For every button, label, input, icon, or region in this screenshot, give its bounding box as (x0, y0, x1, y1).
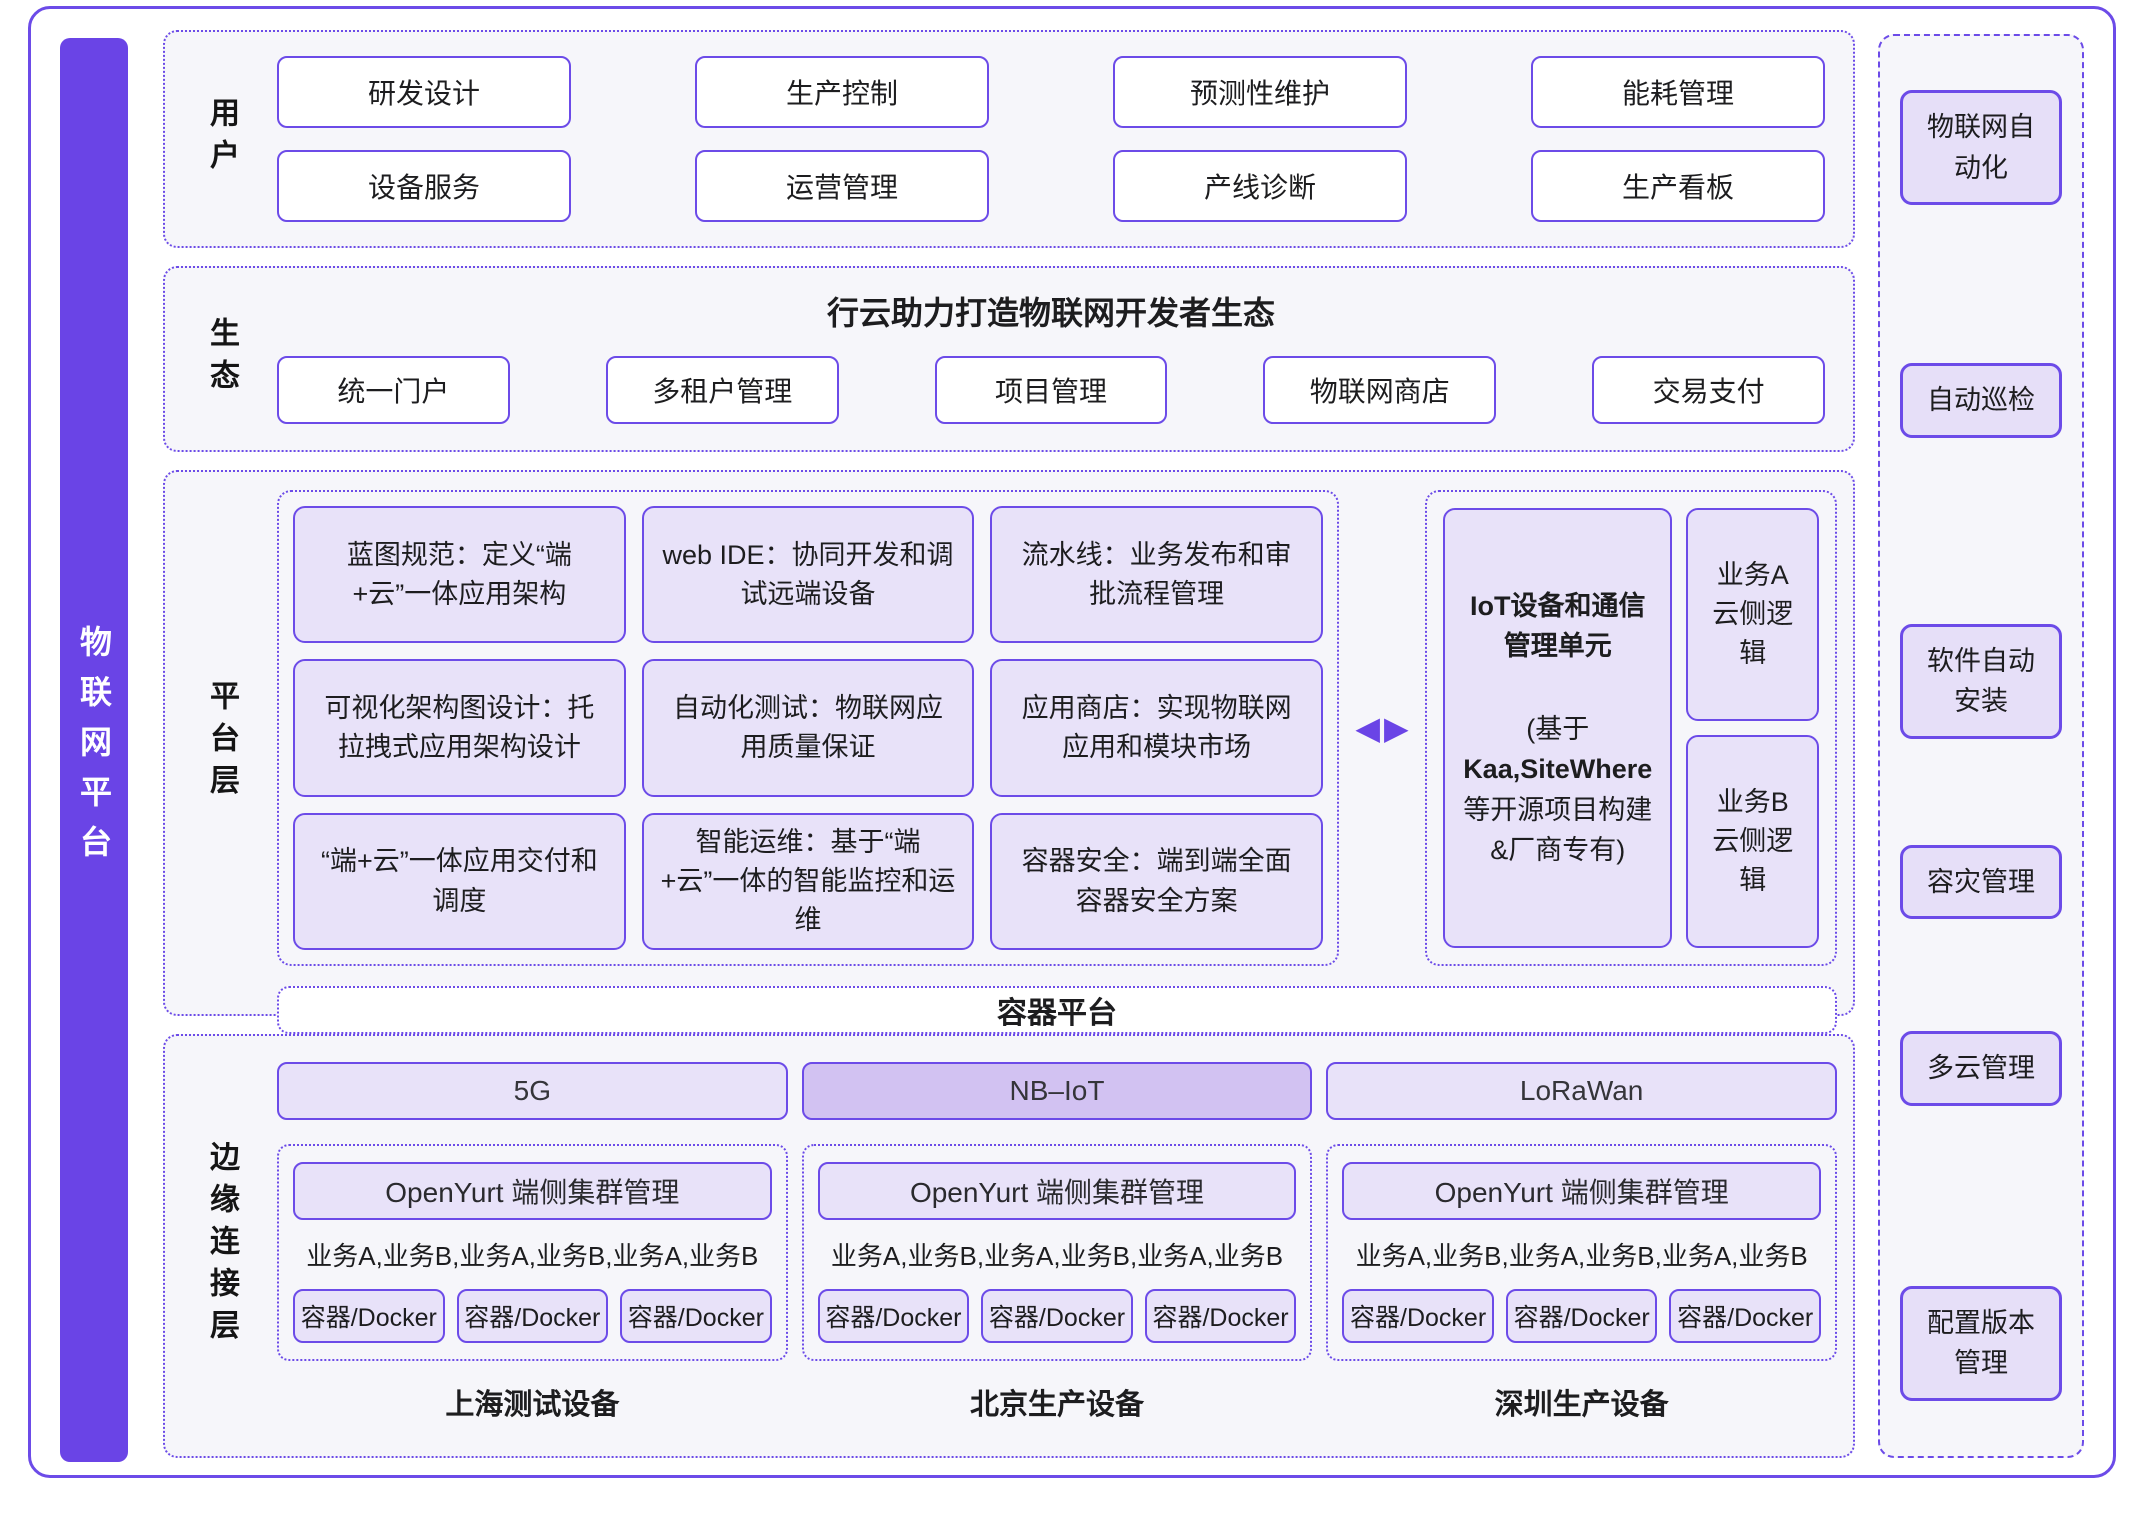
sidebar-box-disaster-recovery: 容灾管理 (1900, 844, 2062, 919)
capability-box: 蓝图规范：定义“端+云”一体应用架构 (293, 506, 626, 644)
docker-box: 容器/Docker (1669, 1289, 1821, 1343)
edge-column-nbiot: NB–IoT OpenYurt 端侧集群管理 业务A,业务B,业务A,业务B,业… (801, 1062, 1313, 1423)
docker-box: 容器/Docker (293, 1289, 445, 1343)
openyurt-cluster-box: OpenYurt 端侧集群管理 (1342, 1162, 1821, 1220)
arrow-right-icon: ▶ (1384, 710, 1409, 747)
iot-unit-sub-post: 等开源项目构建 &厂商专有) (1463, 794, 1653, 866)
device-caption: 深圳生产设备 (1494, 1389, 1669, 1421)
capability-box: 自动化测试：物联网应用质量保证 (641, 659, 975, 797)
capability-box: 应用商店：实现物联网应用和模块市场 (990, 659, 1323, 797)
user-box: 生产控制 (695, 56, 989, 128)
sidebar-box-iot-automation: 物联网自 动化 (1900, 90, 2062, 205)
device-box: OpenYurt 端侧集群管理 业务A,业务B,业务A,业务B,业务A,业务B … (801, 1144, 1313, 1361)
device-caption: 上海测试设备 (445, 1389, 620, 1421)
ecosystem-box: 多租户管理 (605, 356, 839, 424)
ecosystem-title: 行云助力打造物联网开发者生态 (826, 295, 1275, 331)
ecosystem-boxes-row: 统一门户 多租户管理 项目管理 物联网商店 交易支付 (277, 356, 1825, 424)
openyurt-cluster-box: OpenYurt 端侧集群管理 (817, 1162, 1297, 1220)
device-caption: 北京生产设备 (969, 1389, 1144, 1421)
ecosystem-section: 生态 行云助力打造物联网开发者生态 统一门户 多租户管理 项目管理 物联网商店 … (163, 266, 1855, 452)
edge-section-label: 边缘连接层 (205, 1141, 238, 1351)
edge-column-lorawan: LoRaWan OpenYurt 端侧集群管理 业务A,业务B,业务A,业务B,… (1326, 1062, 1837, 1423)
docker-row: 容器/Docker 容器/Docker 容器/Docker (293, 1289, 772, 1343)
iot-unit-sub-pre: (基于 (1526, 713, 1590, 744)
iot-unit-box: IoT设备和通信 管理单元 (基于 Kaa,SiteWhere 等开源项目构建 … (1443, 508, 1673, 949)
diagram-main: 用户 研发设计 生产控制 预测性维护 能耗管理 设备服务 运营管理 产线诊断 生… (163, 30, 1855, 1458)
sidebar-box-software-auto-install: 软件自动 安装 (1900, 623, 2062, 739)
iot-unit-subtext: (基于 Kaa,SiteWhere 等开源项目构建 &厂商专有) (1463, 709, 1652, 871)
iot-platform-side-bar: 物联网平台 (60, 38, 128, 1462)
capability-box: 可视化架构图设计：托拉拽式应用架构设计 (293, 659, 626, 797)
ecosystem-section-label-col: 生态 (165, 268, 277, 450)
edge-column-5g: 5G OpenYurt 端侧集群管理 业务A,业务B,业务A,业务B,业务A,业… (277, 1062, 788, 1423)
docker-box: 容器/Docker (817, 1289, 970, 1343)
edge-columns: 5G OpenYurt 端侧集群管理 业务A,业务B,业务A,业务B,业务A,业… (277, 1062, 1837, 1423)
capability-box: “端+云”一体应用交付和调度 (293, 812, 626, 951)
iot-unit-group: IoT设备和通信 管理单元 (基于 Kaa,SiteWhere 等开源项目构建 … (1425, 490, 1837, 967)
capability-box: web IDE：协同开发和调试远端设备 (641, 506, 975, 644)
ecosystem-box: 项目管理 (934, 356, 1168, 424)
ecosystem-box: 物联网商店 (1263, 356, 1497, 424)
user-box: 生产看板 (1531, 150, 1825, 222)
device-box: OpenYurt 端侧集群管理 业务A,业务B,业务A,业务B,业务A,业务B … (1326, 1144, 1837, 1361)
user-boxes-grid: 研发设计 生产控制 预测性维护 能耗管理 设备服务 运营管理 产线诊断 生产看板 (277, 32, 1853, 246)
cloud-logic-box: 业务A 云侧逻辑 (1686, 508, 1819, 722)
services-list: 业务A,业务B,业务A,业务B,业务A,业务B (306, 1241, 759, 1271)
docker-box: 容器/Docker (981, 1289, 1133, 1343)
docker-box: 容器/Docker (620, 1289, 772, 1343)
docker-box: 容器/Docker (1505, 1289, 1658, 1343)
user-box: 预测性维护 (1113, 56, 1407, 128)
capability-box: 智能运维：基于“端+云”一体的智能监控和运维 (641, 812, 975, 951)
user-box: 运营管理 (695, 150, 989, 222)
network-bar-nbiot: NB–IoT (801, 1062, 1313, 1120)
right-sidebar: 物联网自 动化 自动巡检 软件自动 安装 容灾管理 多云管理 配置版本 管理 (1878, 34, 2084, 1458)
user-box: 研发设计 (277, 56, 571, 128)
user-box: 产线诊断 (1113, 150, 1407, 222)
platform-section-label: 平台层 (205, 680, 238, 806)
sidebar-box-multicloud-management: 多云管理 (1900, 1031, 2062, 1106)
platform-section: 平台层 蓝图规范：定义“端+云”一体应用架构 web IDE：协同开发和调试远端… (163, 470, 1855, 1035)
ecosystem-box: 交易支付 (1592, 356, 1825, 424)
services-list: 业务A,业务B,业务A,业务B,业务A,业务B (830, 1241, 1284, 1271)
docker-box: 容器/Docker (1144, 1289, 1297, 1343)
cloud-logic-box: 业务B 云侧逻辑 (1686, 735, 1819, 949)
docker-box: 容器/Docker (456, 1289, 609, 1343)
user-section-label: 用户 (205, 97, 238, 181)
services-list: 业务A,业务B,业务A,业务B,业务A,业务B (1355, 1241, 1808, 1271)
platform-section-label-col: 平台层 (165, 472, 277, 1014)
openyurt-cluster-box: OpenYurt 端侧集群管理 (293, 1162, 772, 1220)
iot-platform-side-bar-label: 物联网平台 (76, 625, 112, 875)
docker-row: 容器/Docker 容器/Docker 容器/Docker (1342, 1289, 1821, 1343)
platform-top-row: 蓝图规范：定义“端+云”一体应用架构 web IDE：协同开发和调试远端设备 流… (277, 490, 1837, 967)
network-bar-5g: 5G (277, 1062, 788, 1120)
docker-row: 容器/Docker 容器/Docker 容器/Docker (817, 1289, 1297, 1343)
sidebar-box-config-version-management: 配置版本 管理 (1900, 1285, 2062, 1401)
user-box: 能耗管理 (1531, 56, 1825, 128)
edge-section-label-col: 边缘连接层 (165, 1036, 277, 1456)
ecosystem-section-label: 生态 (205, 317, 238, 401)
iot-unit-sub-bold: Kaa,SiteWhere (1463, 754, 1653, 785)
user-section-label-col: 用户 (165, 32, 277, 246)
device-box: OpenYurt 端侧集群管理 业务A,业务B,业务A,业务B,业务A,业务B … (277, 1144, 788, 1361)
capability-box: 流水线：业务发布和审批流程管理 (990, 506, 1323, 644)
edge-body: 5G OpenYurt 端侧集群管理 业务A,业务B,业务A,业务B,业务A,业… (277, 1036, 1853, 1456)
platform-body: 蓝图规范：定义“端+云”一体应用架构 web IDE：协同开发和调试远端设备 流… (277, 472, 1853, 1035)
ecosystem-box: 统一门户 (277, 356, 510, 424)
iot-unit-title: IoT设备和通信 管理单元 (1469, 590, 1646, 662)
arrow-left-icon: ◀ (1355, 710, 1380, 747)
platform-capability-grid: 蓝图规范：定义“端+云”一体应用架构 web IDE：协同开发和调试远端设备 流… (277, 490, 1339, 967)
network-bar-lorawan: LoRaWan (1326, 1062, 1837, 1120)
sidebar-box-auto-inspection: 自动巡检 (1900, 363, 2062, 438)
user-section: 用户 研发设计 生产控制 预测性维护 能耗管理 设备服务 运营管理 产线诊断 生… (163, 30, 1855, 248)
docker-box: 容器/Docker (1342, 1289, 1494, 1343)
link-arrows: ◀ ▶ (1339, 490, 1425, 966)
container-platform-bar: 容器平台 (277, 986, 1837, 1035)
user-box: 设备服务 (277, 150, 571, 222)
edge-section: 边缘连接层 5G OpenYurt 端侧集群管理 业务A,业务B,业务A,业务B… (163, 1034, 1855, 1458)
capability-box: 容器安全：端到端全面容器安全方案 (990, 812, 1323, 951)
cloud-logic-column: 业务A 云侧逻辑 业务B 云侧逻辑 (1686, 508, 1819, 949)
ecosystem-body: 行云助力打造物联网开发者生态 统一门户 多租户管理 项目管理 物联网商店 交易支… (277, 268, 1853, 450)
